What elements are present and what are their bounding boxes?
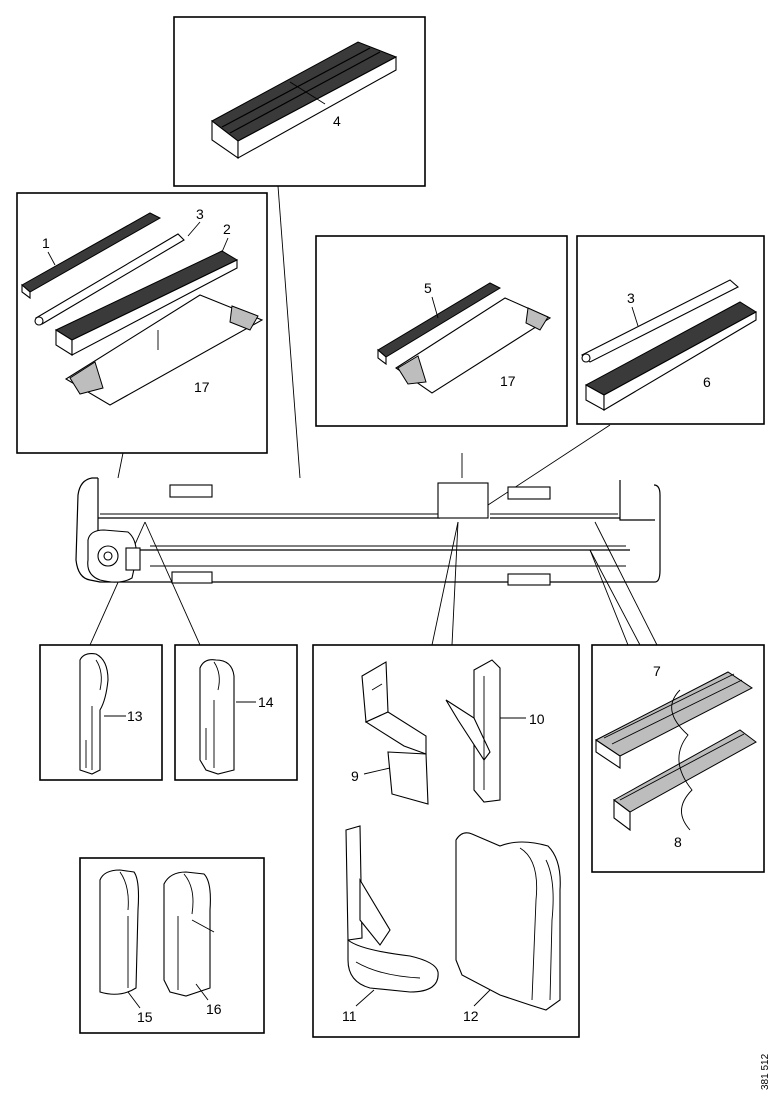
- hinge-bracket: [87, 529, 141, 583]
- callout-10: 10: [529, 711, 545, 727]
- callout-9: 9: [351, 768, 359, 784]
- sill-panel-17b-drawing: [395, 297, 552, 394]
- panel-parts-7-8: 7 8: [591, 644, 765, 873]
- figure-reference-number: 381 512: [760, 1053, 771, 1090]
- callout-13: 13: [127, 708, 143, 724]
- step-insert-1-drawing: [21, 212, 162, 300]
- end-cap-11-drawing: [345, 825, 439, 993]
- panel-parts-3-6: 3 6: [576, 235, 765, 425]
- callout-7: 7: [653, 663, 661, 679]
- callout-3: 3: [196, 206, 204, 222]
- callout-1: 1: [42, 235, 50, 251]
- callout-4: 4: [333, 113, 341, 129]
- bracket-10-drawing: [445, 659, 501, 803]
- end-piece-16-drawing: [163, 871, 215, 997]
- callout-12: 12: [463, 1008, 479, 1024]
- sill-rail-8-drawing: [613, 729, 757, 832]
- callout-17: 17: [194, 379, 210, 395]
- callout-6: 6: [703, 374, 711, 390]
- door-sill-overview: [75, 477, 661, 586]
- callout-5: 5: [424, 280, 432, 296]
- panel-parts-9-10-11-12: 9 10 11 12: [312, 644, 580, 1038]
- rubber-strip-3b-drawing: [581, 279, 739, 363]
- step-trim-4-drawing: [211, 41, 398, 160]
- end-piece-13-drawing: [79, 653, 109, 775]
- callout-16: 16: [206, 1001, 222, 1017]
- bracket-9-drawing: [361, 661, 429, 805]
- step-trim-6-drawing: [584, 301, 757, 411]
- callout-8: 8: [674, 834, 682, 850]
- callout-17b: 17: [500, 373, 516, 389]
- step-insert-5-drawing: [377, 282, 502, 366]
- end-piece-14-drawing: [199, 659, 235, 775]
- callout-2: 2: [223, 221, 231, 237]
- callout-11: 11: [342, 1008, 357, 1024]
- callout-14: 14: [258, 694, 274, 710]
- panel-parts-1-2-3-17: 1 3 2 17: [16, 192, 268, 454]
- sill-panel-17-drawing: [64, 294, 264, 406]
- sill-rail-7-drawing: [595, 671, 753, 770]
- callout-3b: 3: [627, 290, 635, 306]
- panel-parts-5-17: 5 17: [315, 235, 568, 427]
- callout-15: 15: [137, 1009, 153, 1025]
- panel-part-4: 4: [173, 16, 426, 187]
- panel-part-13: 13: [39, 644, 163, 781]
- end-cover-12-drawing: [455, 832, 561, 1011]
- panel-parts-15-16: 15 16: [79, 857, 265, 1034]
- rubber-strip-3-drawing: [34, 233, 185, 326]
- step-trim-2-drawing: [54, 250, 239, 356]
- end-piece-15-drawing: [99, 869, 140, 995]
- panel-part-14: 14: [174, 644, 298, 781]
